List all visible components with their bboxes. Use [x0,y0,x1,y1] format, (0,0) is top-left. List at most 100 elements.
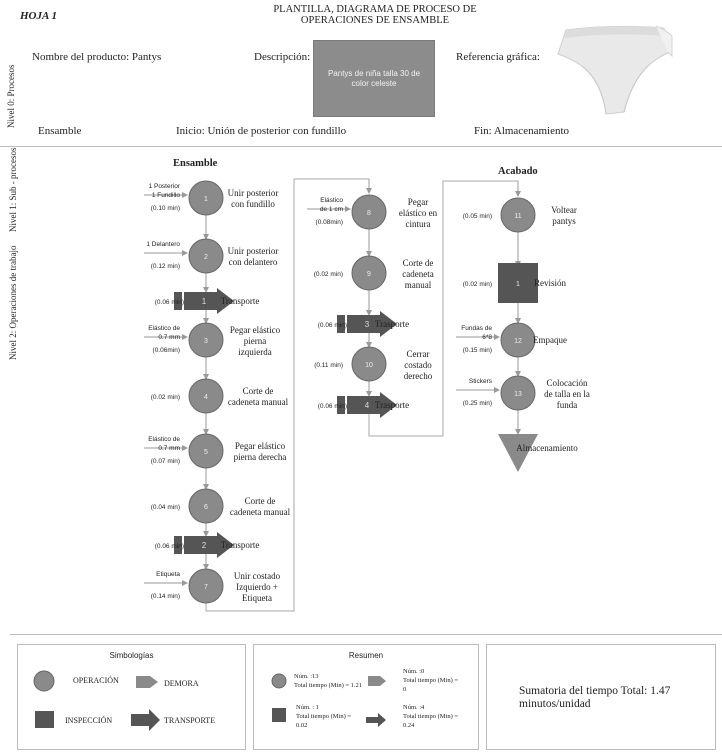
node-label: cintura [406,219,431,229]
node-label: Trasporte [375,400,409,410]
node-time: (0.06 min) [318,322,347,329]
node-number: 12 [514,338,522,345]
transport-icon [131,709,160,731]
node-number: 4 [204,394,208,401]
total-time-line-2: minutos/unidad [519,698,591,710]
node-input: 1 Fundillo [152,192,181,199]
operation-icon [351,255,387,291]
node-number: 6 [204,504,208,511]
panty-image [557,25,673,115]
node-input: 6*8 [482,334,492,341]
node-input: Elástico [320,197,343,204]
inspection-icon [498,263,538,303]
product-name: Nombre del producto: Pantys [32,51,162,63]
node-label: con delantero [229,257,278,267]
operation-icon [500,322,536,358]
legend-symbols [33,670,160,731]
summary-box: Resumen Núm. :13 Total tiempo (Min) = 1.… [253,644,479,750]
node-time: (0.02 min) [463,281,492,288]
legend-operation: OPERACIÓN [73,676,119,685]
node-label: cadeneta manual [228,397,289,407]
process-name: Ensamble [38,125,82,137]
node-time: (0.05 min) [463,213,492,220]
storage-icon [498,434,538,472]
node-number: 13 [514,391,522,398]
node-time: (0.15 min) [463,347,492,354]
legend-box: Simbologías OPERACIÓN DEMORA INSPECCIÓN … [17,644,246,750]
node-input: 0.7 mm [158,445,180,452]
node-label: costado [404,360,432,370]
node-time: (0.25 min) [463,400,492,407]
node-time: (0.08min) [316,219,343,226]
summary-transport-time-value: 0.24 [403,722,415,729]
node-label: Izquierdo + [236,582,278,592]
transport-icon [347,311,397,337]
node-label: Empaque [533,335,567,345]
node-label: Voltear [551,205,577,215]
node-time: (0.04 min) [151,504,180,511]
node-number: 5 [204,449,208,456]
summary-transport-icon [366,713,386,727]
flow-line [368,180,519,437]
node-number: 9 [367,271,371,278]
node-number: 4 [365,401,370,410]
node-input: Elástico de [148,325,180,332]
acabado-title: Acabado [498,166,538,177]
node-input: Stickers [469,378,493,385]
node-label: Unir costado [234,571,281,581]
description-text: Pantys de niña talla 30 de color celeste [327,68,421,88]
summary-transport-count: Núm. :4 [403,704,425,711]
summary-title: Resumen [348,651,384,660]
operation-icon [351,346,387,382]
node-label: Transporte [221,296,260,306]
node-number: 2 [204,254,208,261]
node-label: Corte de [245,496,276,506]
description-label: Descripción: [254,51,311,63]
node-time: (0.11 min) [314,362,343,369]
node-label: con fundillo [231,199,275,209]
node-label: izquierda [238,347,271,357]
node-label: Pegar [408,197,429,207]
node-time: (0.02 min) [314,271,343,278]
node-time: (0.06 min) [155,299,184,306]
operation-icon [188,488,224,524]
node-label: Corte de [403,258,434,268]
level-divider-0 [0,146,722,147]
legend-transport: TRANSPORTE [164,716,216,725]
ensamble-title: Ensamble [173,158,218,169]
reference-label: Referencia gráfica: [456,51,540,63]
node-label: pierna [244,336,267,346]
node-label: manual [405,280,432,290]
operation-icon [351,194,387,230]
summary-delay-count: Núm. :0 [403,668,425,675]
node-label: Pegar elástico [230,325,281,335]
node-label: Etiqueta [242,593,272,603]
connectors [144,178,521,612]
total-time: Sumatoria del tiempo Total: 1.47 minutos… [519,685,670,711]
node-label: derecho [404,371,433,381]
summary-delay-time-value: 0 [403,686,407,693]
operation-icon [188,433,224,469]
node-label: Cerrar [407,349,430,359]
node-label: Transporte [221,540,260,550]
process-end: Fin: Almacenamiento [474,125,570,137]
page-title: PLANTILLA, DIAGRAMA DE PROCESO DE OPERAC… [230,4,520,26]
summary-inspection-count: Núm. : 1 [296,704,319,711]
node-input: Elástico de [148,436,180,443]
operation-icon [188,568,224,604]
level-divider-1 [10,634,722,635]
summary-inspection-time-value: 0.02 [296,722,308,729]
node-number: 8 [367,210,371,217]
node-number: 7 [204,584,208,591]
